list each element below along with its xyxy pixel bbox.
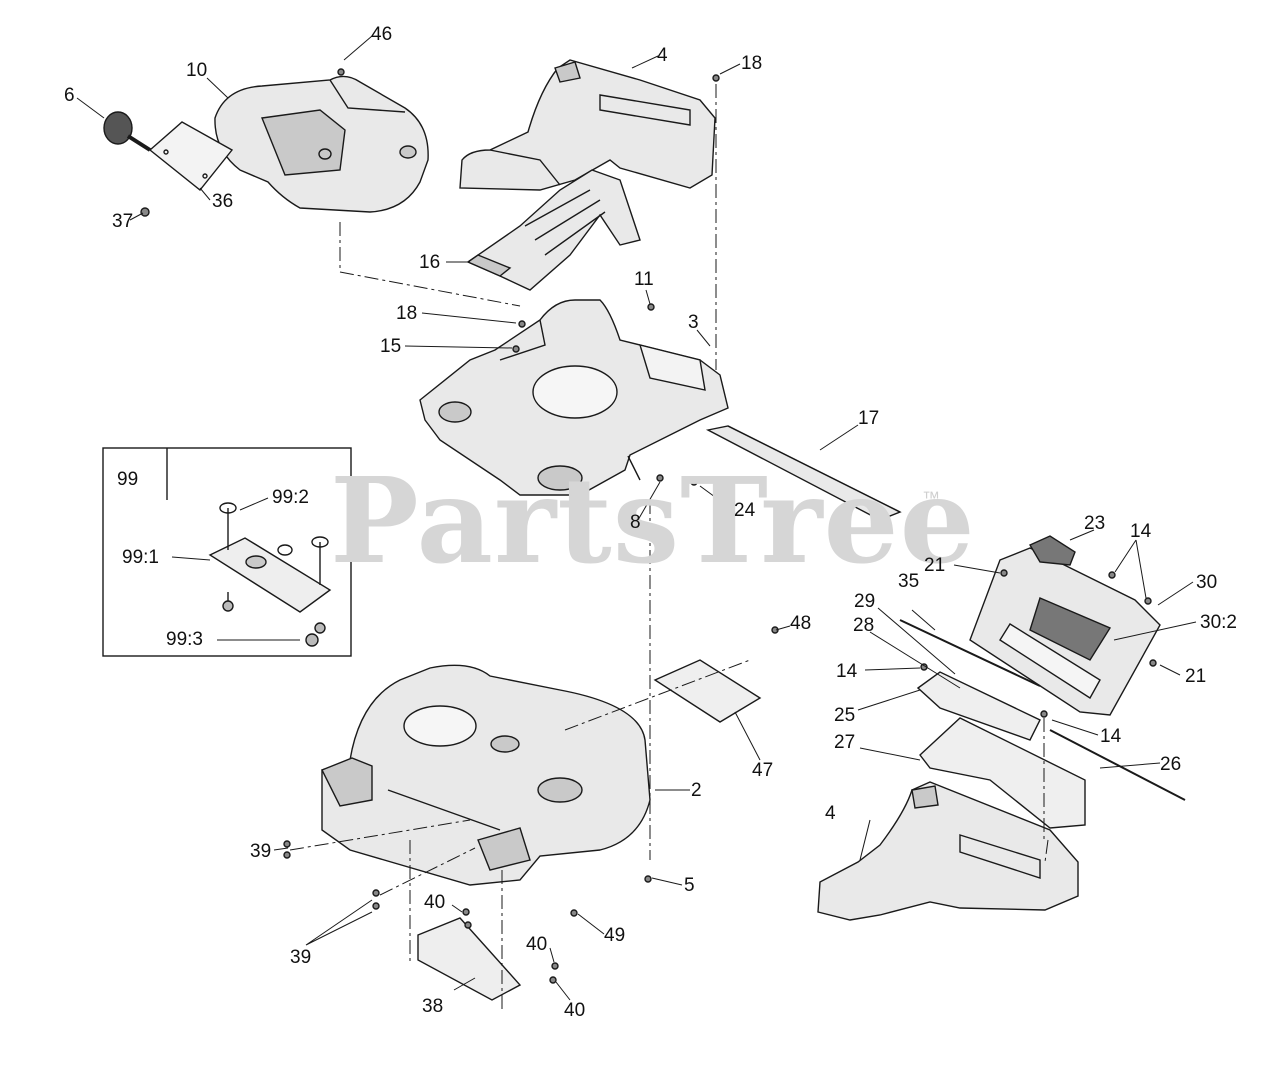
callout-label: 40 (526, 934, 548, 955)
callout-label: 18 (741, 53, 763, 74)
callout-label: 6 (64, 85, 75, 106)
callout-label: 40 (424, 892, 446, 913)
callout-label: 3 (688, 312, 699, 333)
part-frame-3 (419, 299, 729, 506)
assembly-lines (289, 84, 1049, 1010)
callout-label: 35 (898, 571, 920, 592)
callout-label: 14 (1100, 726, 1122, 747)
part-support-16 (466, 169, 641, 291)
callout-label: 4 (825, 803, 836, 824)
callout-label: 28 (853, 615, 875, 636)
part-knob (103, 111, 152, 152)
callout-label: 24 (734, 500, 756, 521)
part-rod-26 (1049, 729, 1186, 801)
callout-label: 99:1 (122, 547, 159, 568)
inset-box (102, 447, 352, 657)
callout-label: 8 (630, 512, 641, 533)
part-console-top (459, 59, 716, 191)
part-plate-25 (916, 671, 1041, 741)
part-top-cover (214, 75, 429, 213)
callout-label: 49 (604, 925, 626, 946)
callout-label: 18 (396, 303, 418, 324)
trademark-symbol: ™ (922, 488, 940, 508)
callout-label: 39 (250, 841, 272, 862)
part-console-bottom (817, 781, 1079, 921)
callout-label: 47 (752, 760, 774, 781)
part-rod-35 (899, 619, 1041, 687)
callout-label: 14 (836, 661, 858, 682)
callout-label: 46 (371, 24, 393, 45)
callout-label: 30 (1196, 572, 1218, 593)
callout-label: 25 (834, 705, 856, 726)
part-rail-17 (705, 425, 902, 521)
callout-label: 30:2 (1200, 612, 1237, 633)
callout-label: 39 (290, 947, 312, 968)
callout-label: 2 (691, 780, 702, 801)
callout-label: 27 (834, 732, 856, 753)
callout-label: 21 (924, 555, 946, 576)
watermark-text: PartsTree (330, 451, 976, 590)
callout-label: 29 (854, 591, 876, 612)
leader-lines (76, 35, 1197, 1001)
callout-label: 17 (858, 408, 880, 429)
part-shield-47 (653, 659, 762, 723)
callout-label: 99:2 (272, 487, 309, 508)
part-deck-2 (321, 664, 651, 886)
part-plate-36 (148, 121, 234, 191)
callout-label: 36 (212, 191, 234, 212)
callout-label: 11 (634, 269, 654, 290)
callout-label: 26 (1160, 754, 1182, 775)
callout-label: 4 (657, 45, 668, 66)
part-knob-23 (1029, 535, 1076, 566)
callout-label: 10 (186, 60, 208, 81)
callout-label: 40 (564, 1000, 586, 1021)
callout-label: 16 (419, 252, 441, 273)
callout-label: 21 (1185, 666, 1207, 687)
callout-label: 23 (1084, 513, 1106, 534)
callout-label: 14 (1130, 521, 1152, 542)
part-bracket-38 (417, 917, 522, 1001)
callout-label: 99:3 (166, 629, 203, 650)
callout-label: 37 (112, 211, 134, 232)
callout-label: 48 (790, 613, 812, 634)
callout-label: 5 (684, 875, 695, 896)
callout-label: 15 (380, 336, 402, 357)
fasteners (283, 68, 1157, 984)
inset-box-label: 99 (117, 469, 139, 490)
part-fastener-37 (140, 207, 150, 217)
callout-label: 38 (422, 996, 444, 1017)
